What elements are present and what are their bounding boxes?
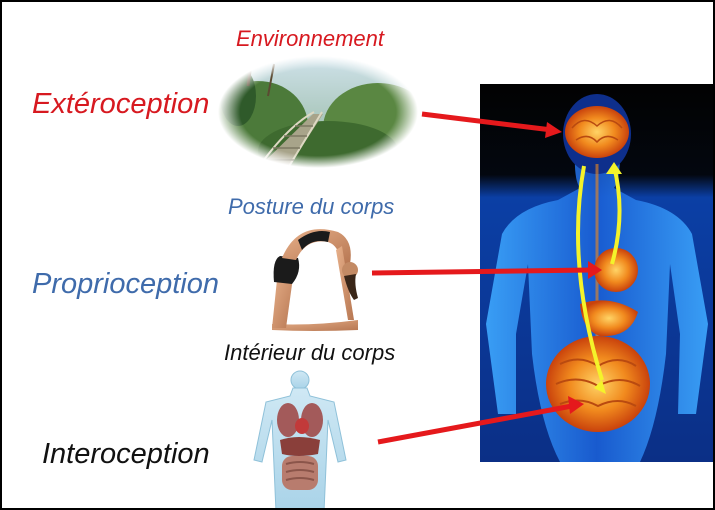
arrow-exteroception xyxy=(422,114,552,130)
arrow-proprioception-head xyxy=(588,261,602,279)
arrow-interoception xyxy=(378,406,572,442)
arrow-exteroception-head xyxy=(545,122,562,138)
arrow-proprioception xyxy=(372,270,590,273)
arrow-interoception-head xyxy=(568,396,584,414)
